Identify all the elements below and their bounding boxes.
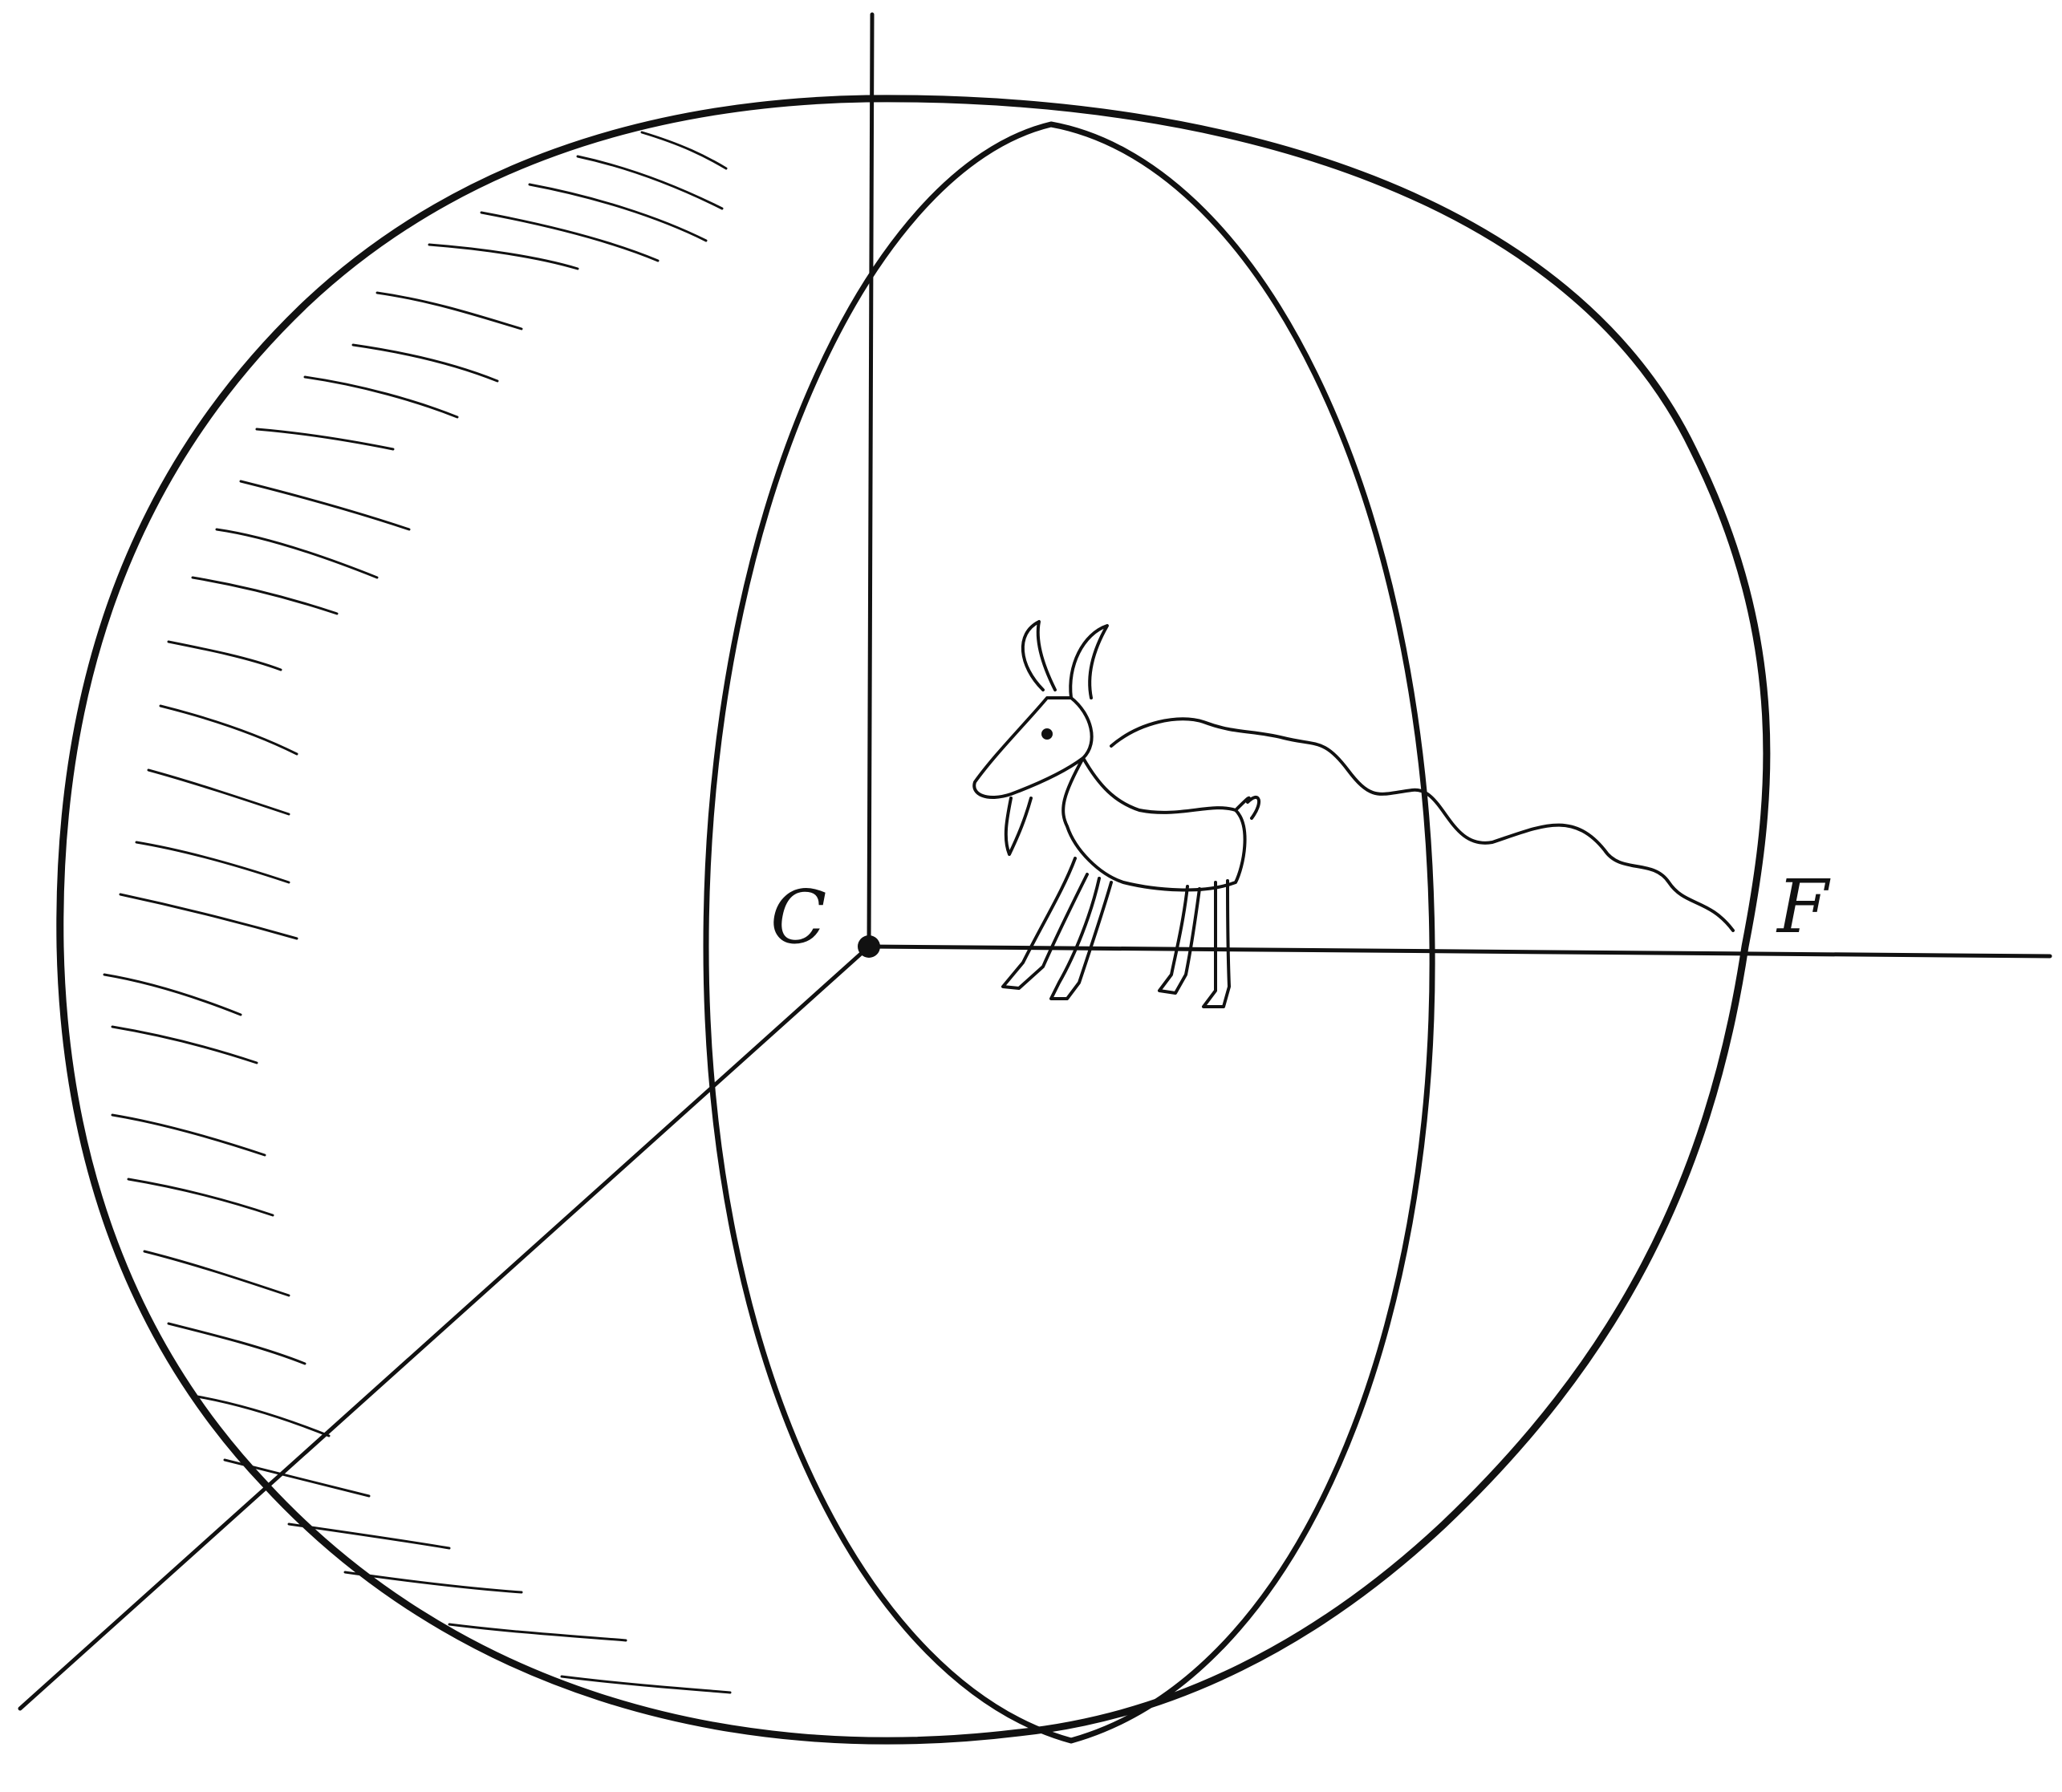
horizontal-axis bbox=[867, 944, 2052, 959]
goat-leg-back-left bbox=[1158, 885, 1201, 995]
goat-leg-back-right bbox=[1202, 879, 1231, 1008]
goat-figure bbox=[972, 620, 1260, 1008]
goat-beard bbox=[1004, 797, 1033, 856]
sphere-outline bbox=[56, 95, 1771, 1745]
goat-leg-front-left bbox=[1001, 857, 1089, 990]
goat-horn-right bbox=[1069, 624, 1109, 699]
goat-horn-left bbox=[1021, 620, 1057, 691]
depth-axis bbox=[18, 944, 871, 1711]
goat-leg-front-right bbox=[1049, 877, 1113, 1000]
meridian-ellipse bbox=[703, 121, 1435, 1744]
goat-eye bbox=[1041, 728, 1053, 740]
center-point bbox=[858, 935, 880, 958]
label-f: F bbox=[1776, 864, 1831, 950]
goat-tail bbox=[1234, 796, 1260, 820]
goat-body bbox=[1061, 756, 1247, 892]
label-c: C bbox=[770, 874, 826, 960]
goat-head bbox=[972, 696, 1094, 799]
sphere-shading bbox=[103, 131, 732, 1694]
tether-rope bbox=[1110, 717, 1735, 932]
vertical-axis bbox=[867, 12, 875, 949]
